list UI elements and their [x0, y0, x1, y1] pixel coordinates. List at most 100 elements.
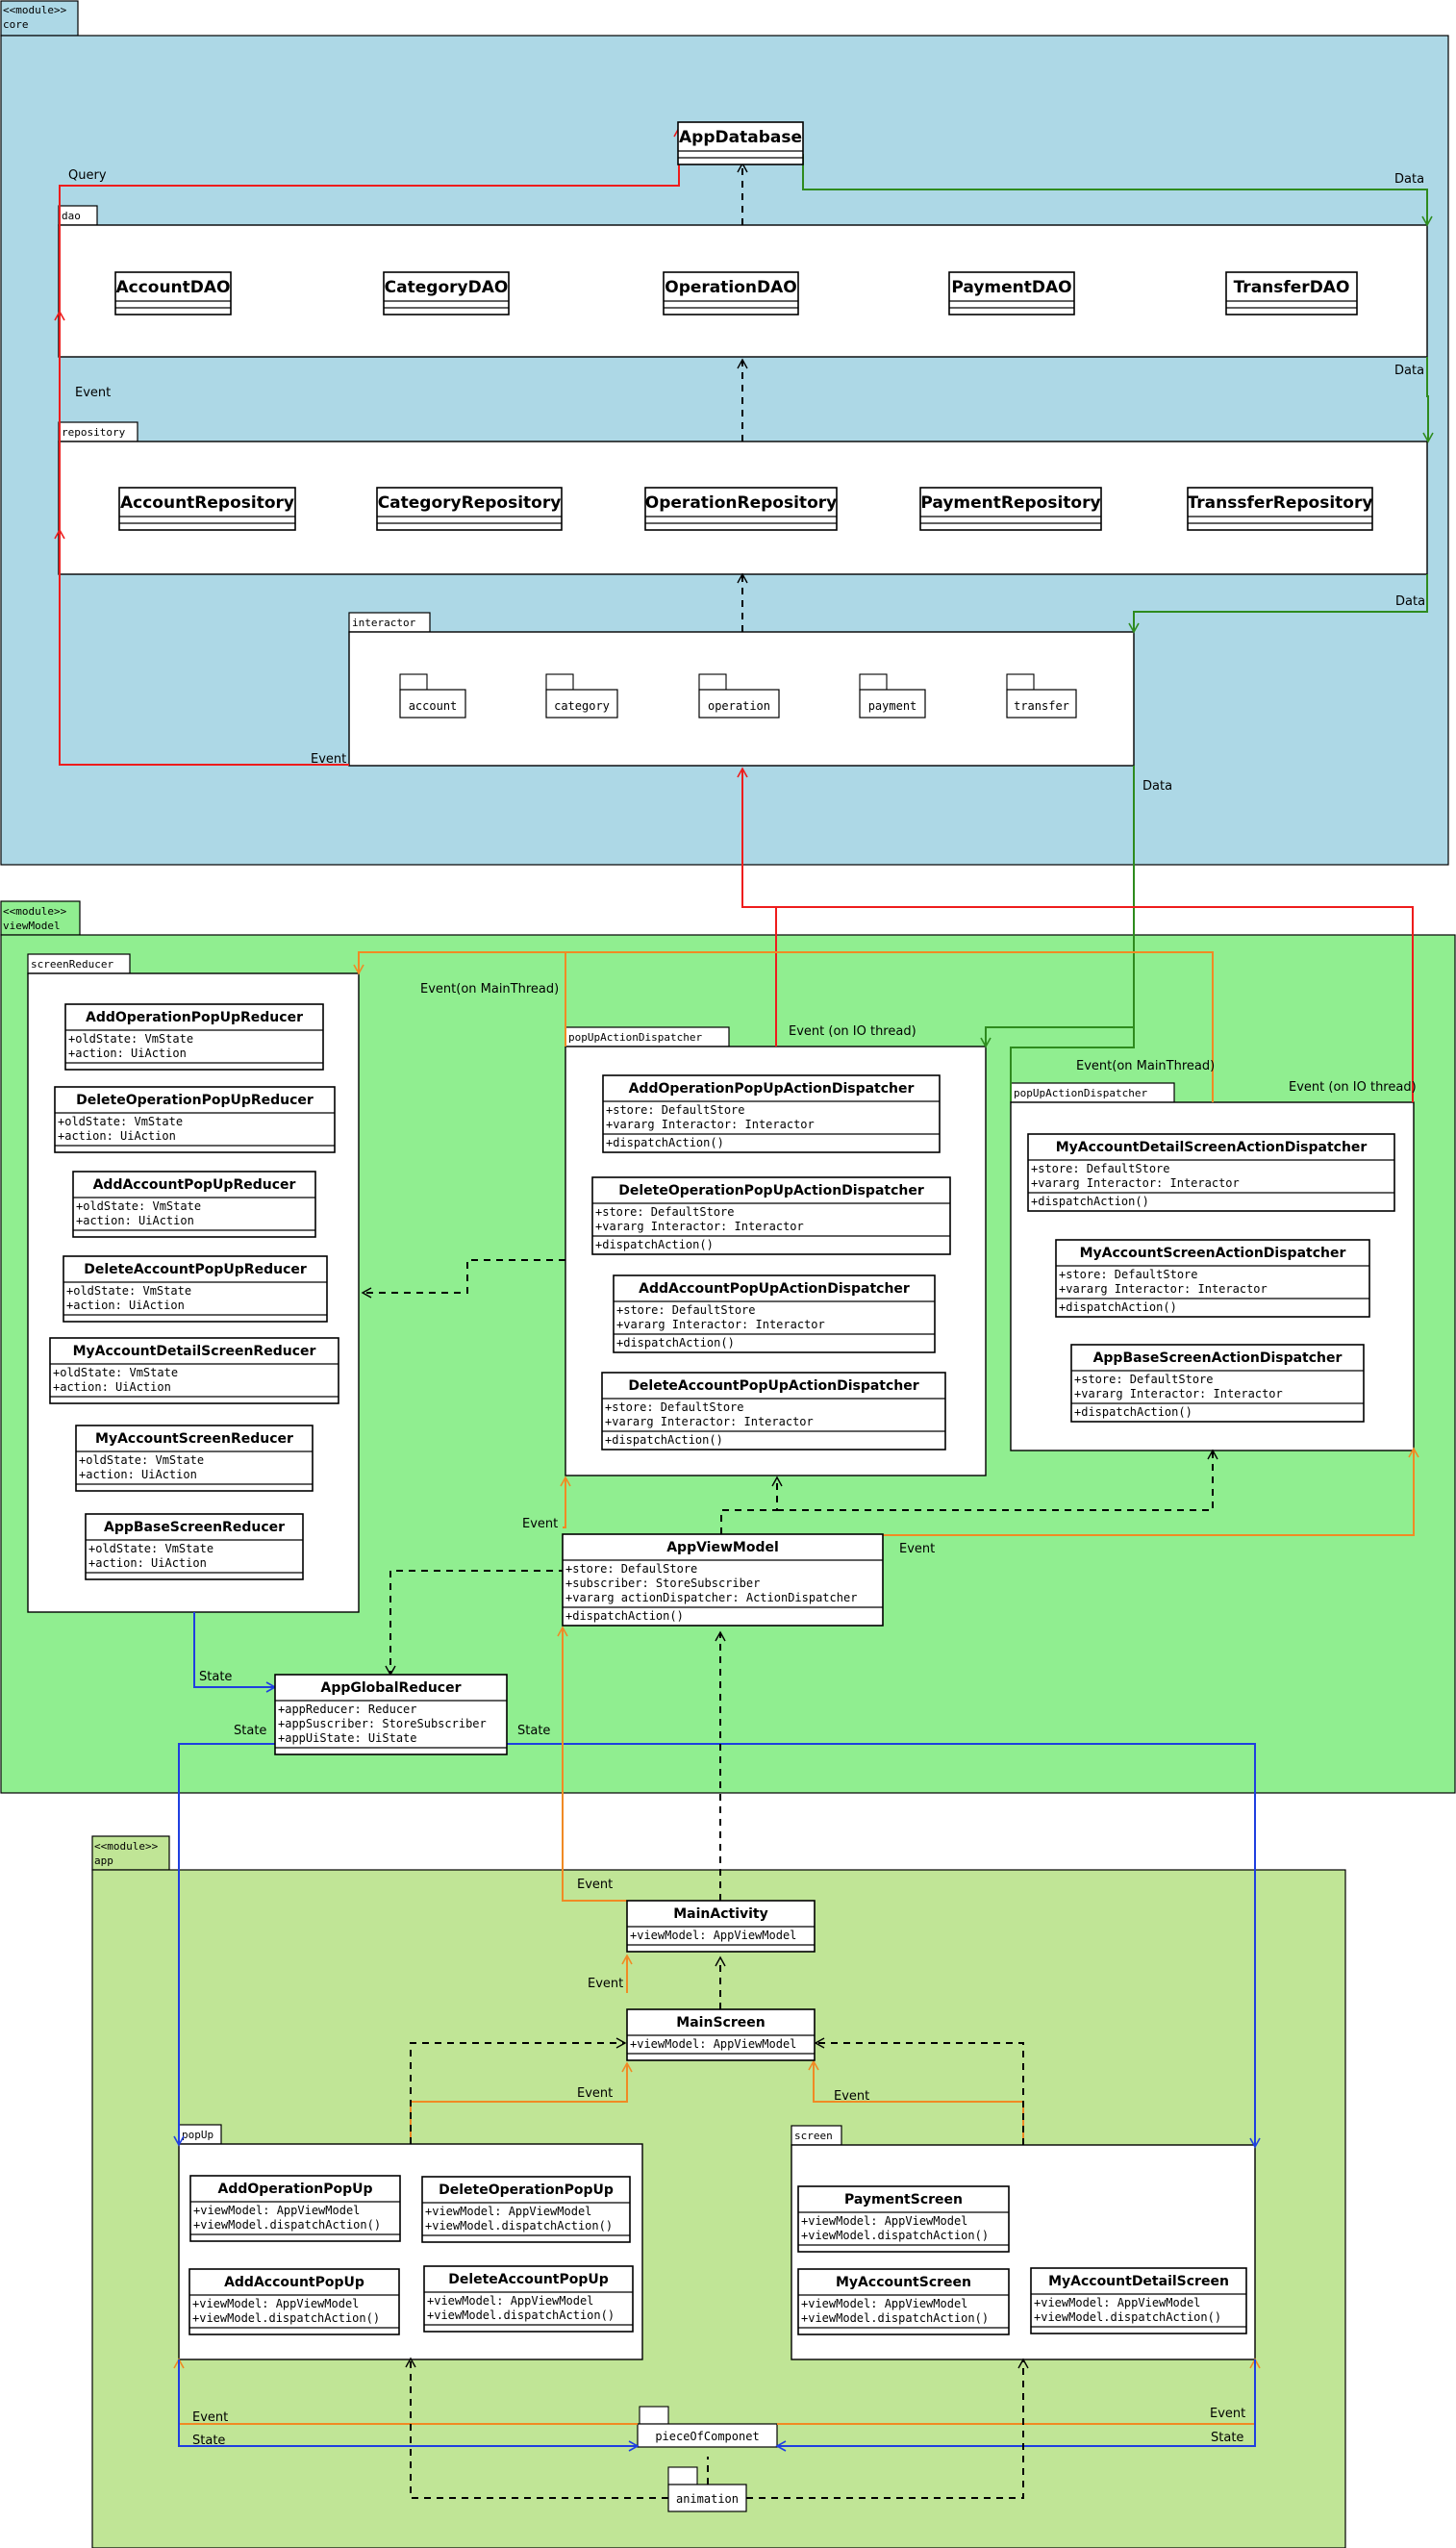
edge-event-vm-dispatcher2	[883, 1447, 1419, 1536]
package-label-screenReducer: screenReducer	[31, 958, 113, 971]
interactor-package-label: category	[554, 699, 610, 713]
class-AddAccountPopUp: AddAccountPopUp +viewModel: AppViewModel+…	[188, 2268, 400, 2335]
class-attribute: +oldState: VmState	[58, 1115, 183, 1128]
class-name: PaymentDAO	[951, 278, 1071, 297]
label-event-vm-1: Event	[522, 1517, 558, 1531]
class-name: TransferDAO	[1234, 278, 1350, 297]
class-name: TranssferRepository	[1188, 493, 1373, 513]
class-MyAccountScreenReducer: MyAccountScreenReducer+oldState: VmState…	[75, 1425, 314, 1492]
edge-event-popup-mainscreen	[410, 2061, 633, 2144]
label-state-2: State	[234, 1724, 266, 1738]
label-state-app-1: State	[192, 2434, 225, 2448]
interactor-package-label: account	[409, 699, 458, 713]
viewmodel-stereotype: <<module>>	[3, 905, 67, 918]
edge-state-global-popup	[173, 1743, 275, 2147]
class-name: DeleteAccountPopUpActionDispatcher	[628, 1378, 918, 1394]
class-name: CategoryDAO	[385, 278, 509, 297]
class-attribute: +store: DefaultStore	[605, 1400, 744, 1414]
core-name: core	[3, 18, 29, 31]
edge-dep-vm-dispatcher1	[720, 1476, 783, 1534]
package-animation: animation	[667, 2466, 747, 2512]
label-event-io-1: Event (on IO thread)	[789, 1024, 916, 1039]
edge-event-screen-mainscreen	[808, 2059, 1024, 2145]
interactor-package-payment: payment	[859, 673, 926, 719]
class-operation: +dispatchAction()	[1074, 1405, 1192, 1419]
label-event-core-1: Event	[75, 386, 111, 400]
class-name: MyAccountScreenActionDispatcher	[1080, 1246, 1346, 1261]
label-query: Query	[68, 168, 107, 183]
viewmodel-name: viewModel	[3, 920, 61, 932]
class-attribute: +store: DefaultStore	[595, 1205, 735, 1219]
class-operation: +dispatchAction()	[595, 1238, 714, 1251]
class-name: AddOperationPopUp	[217, 2182, 372, 2197]
class-name: AddAccountPopUpReducer	[93, 1177, 296, 1193]
class-name: AddOperationPopUpReducer	[86, 1010, 303, 1025]
class-attribute: +action: UiAction	[76, 1214, 194, 1227]
class-attribute: +viewModel.dispatchAction()	[192, 2311, 380, 2325]
edge-dep-vm-dispatcher2	[777, 1449, 1218, 1511]
class-attribute: +vararg actionDispatcher: ActionDispatch…	[565, 1591, 857, 1604]
class-AppViewModel: AppViewModel+store: DefaulStore+subscrib…	[562, 1533, 884, 1627]
label-event-main-1: Event(on MainThread)	[420, 982, 559, 996]
class-name: DeleteOperationPopUpReducer	[76, 1093, 314, 1108]
class-attribute: +vararg Interactor: Interactor	[616, 1318, 825, 1331]
package-label-dao: dao	[62, 210, 81, 222]
edge-event-main-1	[565, 951, 1214, 1102]
class-attribute: +vararg Interactor: Interactor	[1059, 1282, 1268, 1296]
class-attribute: +store: DefaultStore	[1074, 1373, 1214, 1386]
interactor-package-label: transfer	[1014, 699, 1069, 713]
class-attribute: +action: UiAction	[79, 1468, 197, 1481]
class-attribute: +oldState: VmState	[53, 1366, 178, 1379]
package-label-interactor: interactor	[352, 617, 416, 629]
class-attribute: +store: DefaulStore	[565, 1562, 697, 1576]
class-OperationRepository: OperationRepository	[644, 487, 838, 531]
class-attribute: +appSuscriber: StoreSubscriber	[278, 1717, 487, 1730]
class-attribute: +viewModel: AppViewModel	[192, 2297, 359, 2310]
edge-data-repo-interactor	[1128, 574, 1428, 634]
class-name: MyAccountScreenReducer	[95, 1431, 293, 1447]
class-name: AddAccountPopUpActionDispatcher	[639, 1281, 910, 1297]
class-attribute: +store: DefaultStore	[616, 1303, 756, 1317]
class-PaymentDAO: PaymentDAO	[948, 271, 1075, 315]
class-attribute: +viewModel: AppViewModel	[801, 2214, 967, 2228]
class-TransferDAO: TransferDAO	[1225, 271, 1358, 315]
class-DeleteOperationPopUp: DeleteOperationPopUp+viewModel: AppViewM…	[421, 2176, 631, 2243]
class-MainScreen: MainScreen+viewModel: AppViewModel	[626, 2008, 816, 2061]
class-name: AddAccountPopUp	[224, 2275, 364, 2290]
edge-data-db-dao	[802, 154, 1433, 227]
package-label-screen: screen	[794, 2130, 833, 2142]
edge-dep-dispatcher-reducer	[361, 1259, 565, 1299]
edge-data-interactor-dispatcher2	[1010, 1027, 1135, 1101]
edge-event-io-2	[776, 906, 1414, 1102]
class-name: MyAccountDetailScreenActionDispatcher	[1056, 1140, 1368, 1155]
class-CategoryDAO: CategoryDAO	[383, 271, 510, 315]
label-state-app-2: State	[1211, 2431, 1243, 2445]
class-name: DeleteAccountPopUp	[448, 2272, 609, 2287]
edge-event-io-1	[737, 767, 777, 1047]
class-attribute: +viewModel: AppViewModel	[425, 2205, 591, 2218]
edge-event-to-repository	[54, 528, 349, 766]
class-name: MainActivity	[673, 1906, 768, 1922]
class-name: OperationDAO	[665, 278, 796, 297]
label-event-main-2: Event(on MainThread)	[1076, 1059, 1215, 1073]
edge-dep-screen-mainscreen	[814, 2037, 1024, 2145]
class-AppBaseScreenReducer: AppBaseScreenReducer+oldState: VmState+a…	[85, 1513, 304, 1580]
interactor-package-operation: operation	[698, 673, 780, 719]
class-name: MainScreen	[676, 2015, 765, 2031]
class-operation: +dispatchAction()	[606, 1136, 724, 1149]
class-OperationDAO: OperationDAO	[663, 271, 799, 315]
class-operation: +dispatchAction()	[605, 1433, 723, 1447]
class-name: DeleteOperationPopUpActionDispatcher	[618, 1183, 924, 1198]
class-AppDatabase: AppDatabase	[677, 121, 804, 165]
class-AppGlobalReducer: AppGlobalReducer+appReducer: Reducer+app…	[274, 1674, 508, 1755]
class-DeleteOperationPopUpReducer: DeleteOperationPopUpReducer +oldState: Vm…	[54, 1086, 336, 1153]
class-attribute: +viewModel: AppViewModel	[630, 1929, 796, 1942]
label-data-2: Data	[1394, 364, 1424, 378]
label-data-1: Data	[1394, 172, 1424, 187]
interactor-package-category: category	[545, 673, 618, 719]
class-PaymentScreen: PaymentScreen+viewModel: AppViewModel+vi…	[797, 2185, 1010, 2253]
label-event-core-2: Event	[311, 752, 346, 767]
interactor-package-label: payment	[868, 699, 917, 713]
class-name: MyAccountDetailScreenReducer	[73, 1344, 316, 1359]
